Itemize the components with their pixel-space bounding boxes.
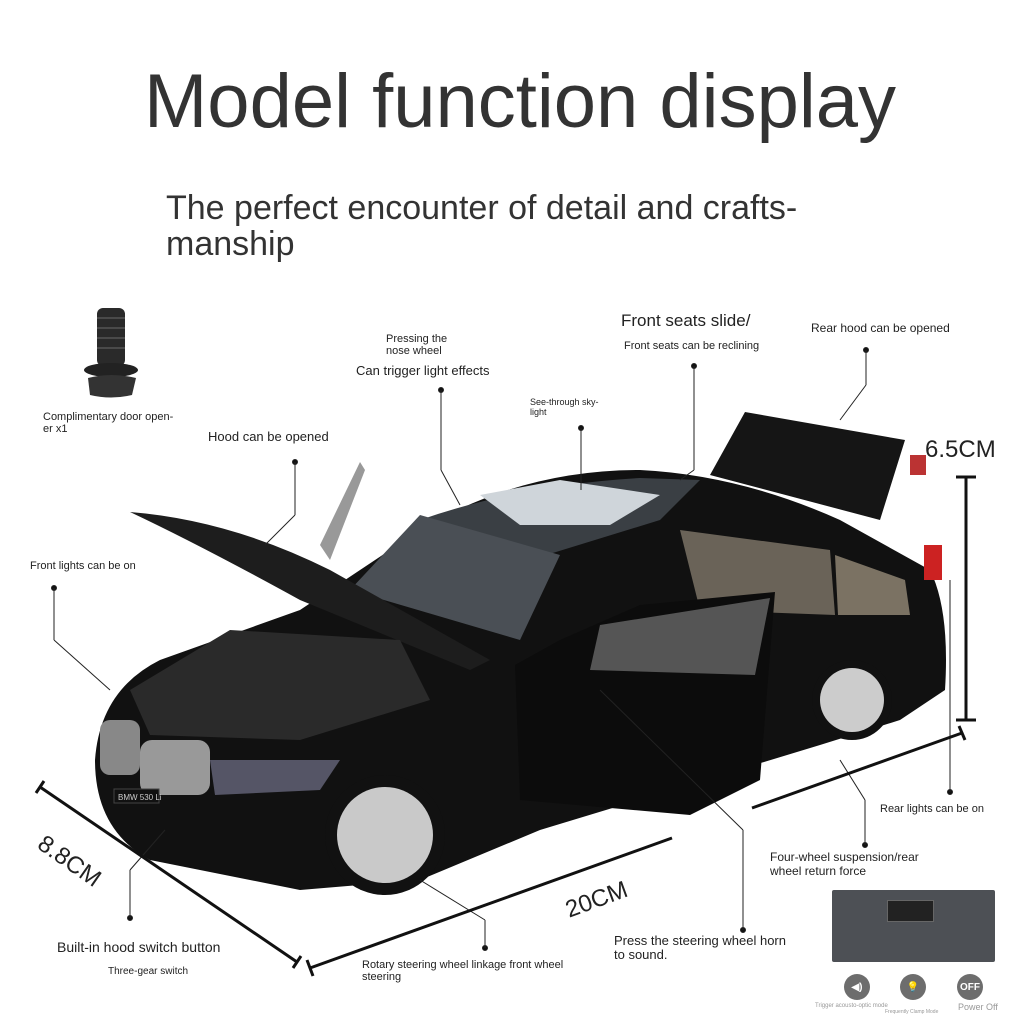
label-line: Pressing the [386,333,448,345]
label-line: steering [362,971,402,983]
front-seats-label: Front seats slide/ [621,311,751,330]
subtitle-line-2: manship [166,225,295,263]
rear-hood-label: Rear hood can be opened [811,321,950,335]
subtitle: The perfect encounter of detail and craf… [166,190,797,262]
label-line: Rotary steering wheel linkage front whee… [362,959,564,971]
steering-label: Rotary steering wheel linkage front whee… [362,959,563,983]
label-line: nose wheel [386,345,442,357]
nose-wheel-label: Pressing the nose wheel [386,333,447,357]
subtitle-line-1: The perfect encounter of detail and craf… [166,189,798,227]
hood-label: Hood can be opened [208,429,329,444]
dimension-lines [34,475,976,977]
mode-caption: Frequently Clamp Mode [885,1009,939,1015]
front-lights-label: Front lights can be on [30,560,136,572]
switch-panel-image [832,890,995,962]
hood-switch-label: Built-in hood switch button [57,939,221,955]
off-icon: OFF [957,974,983,1000]
label-line: wheel return force [770,864,867,878]
speaker-icon: ◀) [844,974,870,1000]
car-body: BMW 530 Li [95,412,946,895]
light-effects-label: Can trigger light effects [356,363,490,378]
label-line: Complimentary door open- [43,411,174,423]
leader-lines [51,347,953,951]
mode-caption: Trigger acousto-optic mode [815,1003,888,1009]
label-line: to sound. [614,947,668,962]
rear-lights-label: Rear lights can be on [880,803,984,815]
door-opener-image [84,308,138,398]
rear-light [924,545,942,580]
suspension-label: Four-wheel suspension/rear wheel return … [770,850,919,878]
label-line: Press the steering wheel horn [614,933,786,948]
skylight-label: See-through sky- light [530,397,599,417]
mode-caption: Power Off [958,1002,998,1012]
three-gear-label: Three-gear switch [108,966,189,977]
lightbulb-icon: 💡 [900,974,926,1000]
height-dimension: 6.5CM [925,436,996,463]
label-line: See-through sky- [530,397,599,407]
door-opener-label: Complimentary door open- er x1 [43,411,173,435]
horn-label: Press the steering wheel horn to sound. [614,934,786,962]
license-plate: BMW 530 Li [118,793,162,802]
label-line: er x1 [43,423,68,435]
label-line: Four-wheel suspension/rear [770,850,919,864]
page-title: Model function display [144,59,896,144]
label-line: light [530,407,547,417]
three-gear-switch [887,900,934,922]
front-seats-sub-label: Front seats can be reclining [624,340,760,352]
